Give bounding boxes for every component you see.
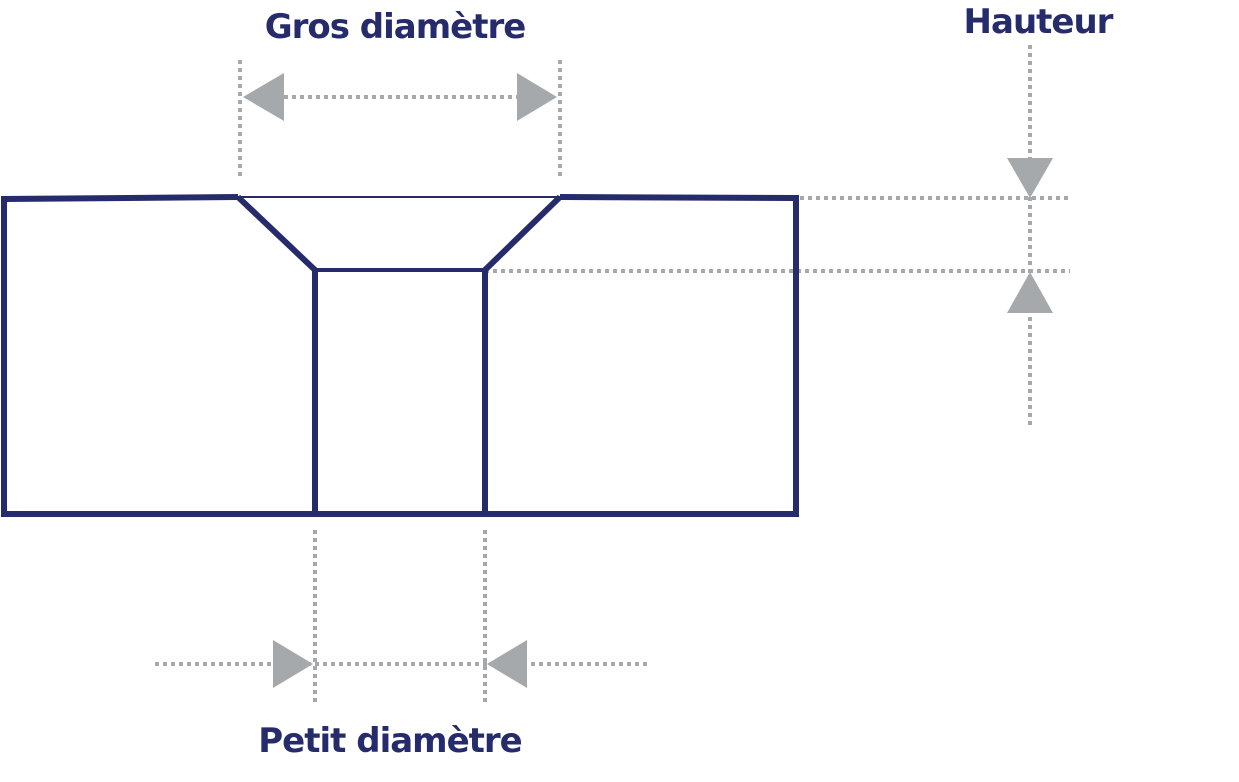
outer-profile (1, 194, 799, 517)
arrowheads (243, 73, 1053, 688)
arrow-left-icon (487, 640, 527, 688)
right-chamfer (482, 194, 563, 514)
labels: Gros diamètre Hauteur Petit diamètre (258, 2, 1114, 761)
dimension-lines (155, 45, 1070, 705)
arrow-down-icon (1007, 158, 1053, 198)
large-diameter-label: Gros diamètre (265, 7, 526, 47)
left-chamfer (235, 194, 318, 514)
arrow-right-icon (273, 640, 313, 688)
arrow-left-icon (243, 73, 284, 121)
arrow-up-icon (1007, 272, 1053, 313)
part-outline (1, 194, 799, 517)
height-label: Hauteur (964, 2, 1114, 42)
small-diameter-label: Petit diamètre (258, 721, 521, 761)
arrow-right-icon (517, 73, 557, 121)
